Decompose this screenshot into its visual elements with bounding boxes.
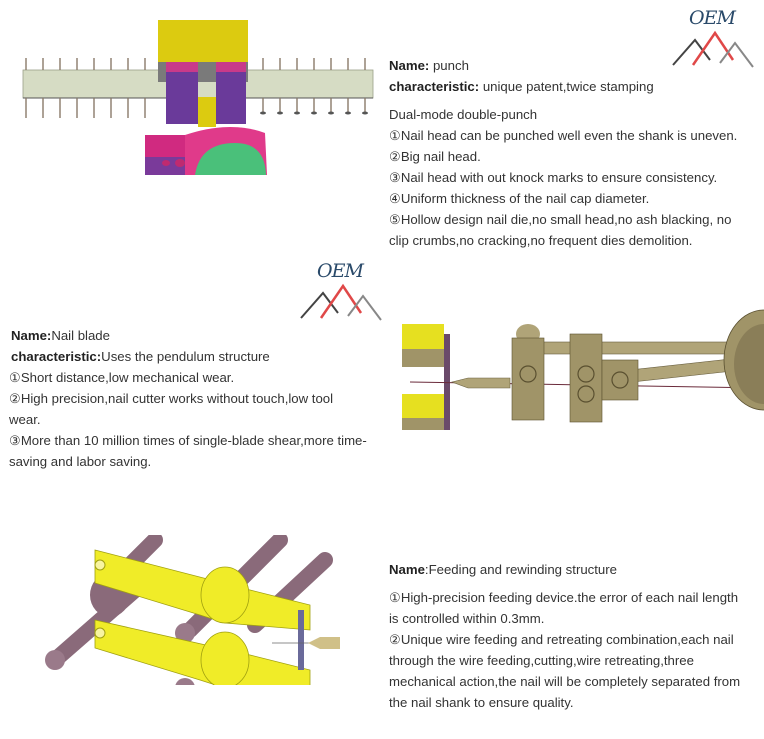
punch-characteristic: characteristic: unique patent,twice stam… xyxy=(389,79,654,94)
feeding-point: the nail shank to ensure quality. xyxy=(389,695,574,710)
oem-logo: OEM xyxy=(665,5,760,75)
punch-point: ⑤Hollow design nail die,no small head,no… xyxy=(389,212,732,227)
punch-point: ②Big nail head. xyxy=(389,149,481,164)
punch-intro: Dual-mode double-punch xyxy=(389,107,538,122)
blade-point: ③More than 10 million times of single-bl… xyxy=(9,433,367,448)
section-nail-blade-text: Name:Nail blade characteristic:Uses the … xyxy=(9,325,367,472)
blade-point: wear. xyxy=(9,412,41,427)
punch-name: Name: punch xyxy=(389,58,469,73)
feeding-point: ①High-precision feeding device.the error… xyxy=(389,590,739,605)
section-feeding-text: Name:Feeding and rewinding structure ①Hi… xyxy=(389,559,740,713)
oem-logo: OEM xyxy=(295,258,390,328)
punch-point: ④Uniform thickness of the nail cap diame… xyxy=(389,191,650,206)
feeding-point: mechanical action,the nail will be compl… xyxy=(389,674,741,689)
nail-blade-illustration xyxy=(400,290,764,430)
oem-logo-text: OEM xyxy=(689,7,736,29)
punch-point: clip crumbs,no cracking,no frequent dies… xyxy=(389,233,693,248)
punch-illustration xyxy=(20,15,375,190)
feeding-point: ②Unique wire feeding and retreating comb… xyxy=(389,632,734,647)
punch-point: ①Nail head can be punched well even the … xyxy=(389,128,738,143)
feeding-rewinding-illustration xyxy=(40,535,340,685)
punch-point: ③Nail head with out knock marks to ensur… xyxy=(389,170,718,185)
blade-point: saving and labor saving. xyxy=(9,454,152,469)
oem-logo-text: OEM xyxy=(317,260,364,282)
blade-name: Name:Nail blade xyxy=(11,328,110,343)
blade-characteristic: characteristic:Uses the pendulum structu… xyxy=(11,349,270,364)
section-punch-text: Name: punch characteristic: unique paten… xyxy=(389,55,737,251)
blade-point: ②High precision,nail cutter works withou… xyxy=(9,391,334,406)
blade-point: ①Short distance,low mechanical wear. xyxy=(9,370,235,385)
feeding-name: Name:Feeding and rewinding structure xyxy=(389,562,617,577)
feeding-point: is controlled within 0.3mm. xyxy=(389,611,545,626)
feeding-point: through the wire feeding,cutting,wire re… xyxy=(389,653,694,668)
